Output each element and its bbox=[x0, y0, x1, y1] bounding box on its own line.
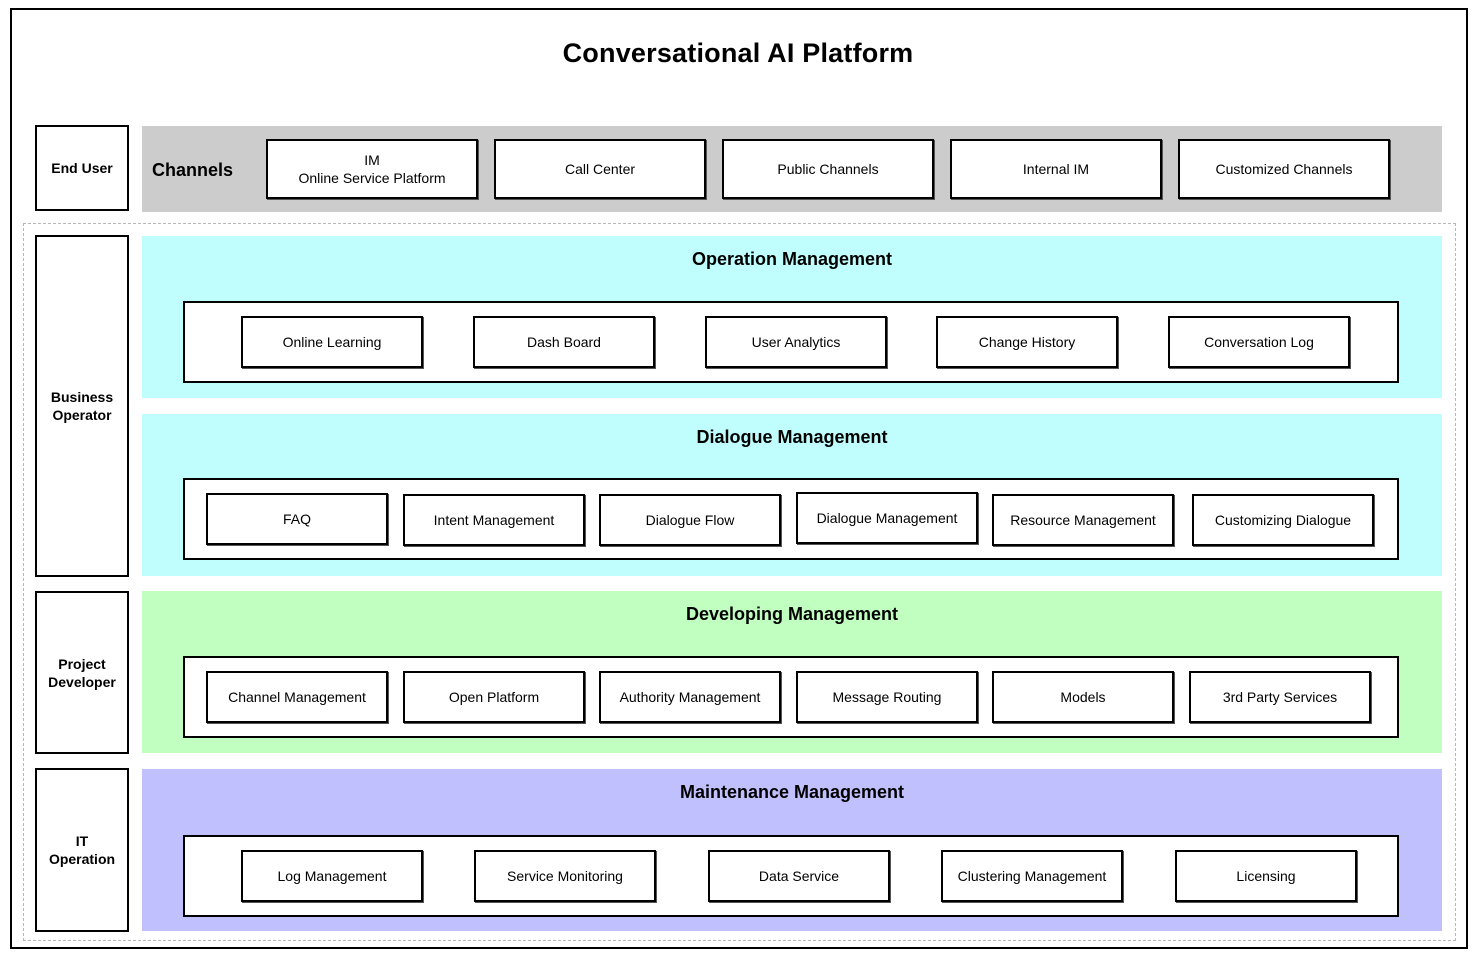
operation-dash-board: Dash Board bbox=[473, 316, 655, 368]
maintenance-service-monitoring: Service Monitoring bbox=[474, 850, 656, 902]
dialogue-dialogue-flow: Dialogue Flow bbox=[599, 494, 781, 546]
developing-management-label: Developing Management bbox=[685, 604, 899, 624]
maintenance-clustering-management: Clustering Management bbox=[941, 850, 1123, 902]
developing-3rd-party-services: 3rd Party Services bbox=[1189, 671, 1371, 723]
channel-call-center: Call Center bbox=[494, 139, 706, 199]
role-business-operator: Business Operator bbox=[35, 235, 129, 577]
channel-internal-im: Internal IM bbox=[950, 139, 1162, 199]
role-project-developer: Project Developer bbox=[35, 591, 129, 754]
dialogue-dialogue-management: Dialogue Management bbox=[796, 492, 978, 544]
diagram-title: Conversational AI Platform bbox=[562, 38, 914, 68]
developing-channel-management: Channel Management bbox=[206, 671, 388, 723]
operation-management-label: Operation Management bbox=[691, 249, 893, 269]
dialogue-customizing-dialogue: Customizing Dialogue bbox=[1192, 494, 1374, 546]
operation-conversation-log: Conversation Log bbox=[1168, 316, 1350, 368]
channel-customized-channels: Customized Channels bbox=[1178, 139, 1390, 199]
developing-message-routing: Message Routing bbox=[796, 671, 978, 723]
maintenance-licensing: Licensing bbox=[1175, 850, 1357, 902]
dialogue-faq: FAQ bbox=[206, 493, 388, 545]
developing-open-platform: Open Platform bbox=[403, 671, 585, 723]
operation-online-learning: Online Learning bbox=[241, 316, 423, 368]
maintenance-data-service: Data Service bbox=[708, 850, 890, 902]
channel-im-online-service-platform: IM Online Service Platform bbox=[266, 139, 478, 199]
operation-user-analytics: User Analytics bbox=[705, 316, 887, 368]
role-it-operation: IT Operation bbox=[35, 768, 129, 932]
diagram-frame bbox=[10, 8, 1468, 949]
dialogue-resource-management: Resource Management bbox=[992, 494, 1174, 546]
maintenance-log-management: Log Management bbox=[241, 850, 423, 902]
dialogue-management-label: Dialogue Management bbox=[696, 427, 888, 447]
developing-authority-management: Authority Management bbox=[599, 671, 781, 723]
developing-models: Models bbox=[992, 671, 1174, 723]
dialogue-intent-management: Intent Management bbox=[403, 494, 585, 546]
maintenance-management-label: Maintenance Management bbox=[679, 782, 905, 802]
role-end-user: End User bbox=[35, 125, 129, 211]
channels-label: Channels bbox=[152, 160, 234, 180]
operation-change-history: Change History bbox=[936, 316, 1118, 368]
internal-roles-dashed-frame bbox=[23, 223, 1456, 941]
channel-public-channels: Public Channels bbox=[722, 139, 934, 199]
